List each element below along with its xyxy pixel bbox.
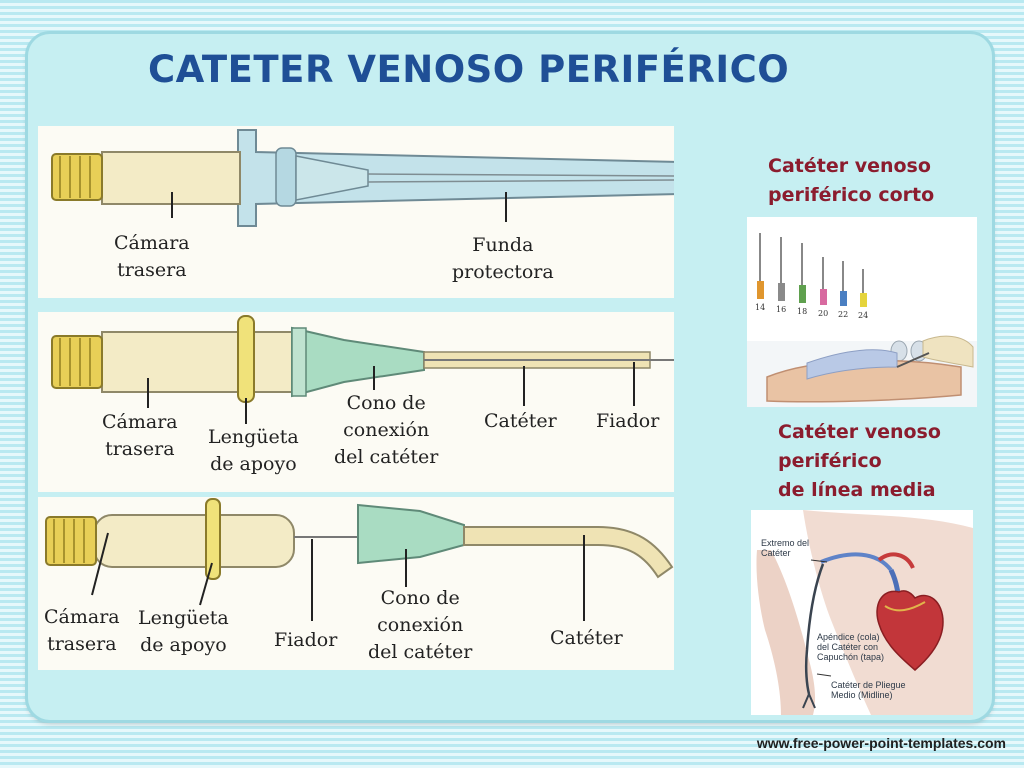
rear-chamber-shape: [93, 514, 295, 568]
arm-shape: [756, 550, 816, 715]
label-apendice-cola: Apéndice (cola) del Catéter con Capuchón…: [817, 632, 885, 662]
sheath-inner-cone: [295, 155, 369, 201]
catheter-assembled-drawing: [51, 315, 674, 424]
label-camara-trasera: Cámara trasera: [44, 606, 120, 655]
gauge-catheter-row: [757, 233, 867, 307]
label-cateter: Catéter: [484, 410, 557, 432]
gauge-label: 16: [776, 305, 787, 314]
inserted-needle-line: [896, 352, 930, 368]
caption-midline-catheter: Catéter venoso periférico de línea media: [778, 421, 941, 501]
label-lengueta-de-apoyo: Lengüeta de apoyo: [208, 426, 299, 475]
photo-short-catheters: 14 16 18 20 22 24: [747, 217, 977, 407]
midline-catheter-path: [804, 563, 825, 695]
connection-cone-shape: [357, 503, 465, 565]
caption-short-catheter: Catéter venoso periférico corto: [768, 155, 935, 206]
catheter-tail-shape: [802, 693, 816, 709]
support-tab-shape: [205, 498, 221, 580]
label-funda-protectora: Funda protectora: [452, 234, 554, 283]
rear-chamber-shape: [101, 331, 293, 393]
catheter-sheath-drawing: [51, 129, 674, 227]
label-fiador: Fiador: [274, 629, 338, 651]
sheath-collar-shape: [275, 147, 297, 207]
diagram-catheter-exploded: Cámara trasera Lengüeta de apoyo Fiador …: [38, 497, 674, 670]
hand-shape: [922, 335, 974, 368]
footer-url[interactable]: www.free-power-point-templates.com: [756, 735, 1006, 751]
connection-cone-shape: [291, 326, 425, 398]
label-cateter: Catéter: [550, 627, 623, 649]
gauge-label: 20: [818, 309, 829, 318]
heart-shape: [876, 590, 944, 671]
support-tab-shape: [237, 315, 255, 403]
catheter-exploded-drawing: [45, 498, 674, 621]
label-cono-de-conexion: Cono de conexión del catéter: [334, 392, 439, 468]
slide-title: CATETER VENOSO PERIFÉRICO: [148, 48, 790, 91]
gauge-label: 14: [755, 303, 766, 312]
gauge-label: 18: [797, 307, 808, 316]
gauge-label: 24: [858, 311, 869, 320]
protective-sheath-shape: [237, 129, 674, 227]
label-cateter-midline: Catéter de Pliegue Medio (Midline): [831, 680, 906, 700]
label-camara-trasera: Cámara trasera: [102, 411, 178, 460]
diagram-catheter-assembled: Cámara trasera Lengüeta de apoyo Cono de…: [38, 312, 674, 492]
label-lengueta-de-apoyo: Lengüeta de apoyo: [138, 607, 229, 656]
label-cono-de-conexion: Cono de conexión del catéter: [368, 587, 473, 663]
vein-path: [820, 552, 893, 572]
label-camara-trasera: Cámara trasera: [114, 232, 190, 281]
label-extremo-del-cateter: Extremo del Catéter: [761, 538, 810, 558]
artery-path: [877, 552, 915, 569]
label-fiador: Fiador: [596, 410, 660, 432]
illustration-midline-catheter: Extremo del Catéter Apéndice (cola) del …: [751, 510, 973, 715]
gauge-label: 22: [838, 310, 849, 319]
diagram-catheter-with-sheath: Cámara trasera Funda protectora: [38, 126, 674, 298]
catheter-tube-shape: [463, 526, 674, 579]
